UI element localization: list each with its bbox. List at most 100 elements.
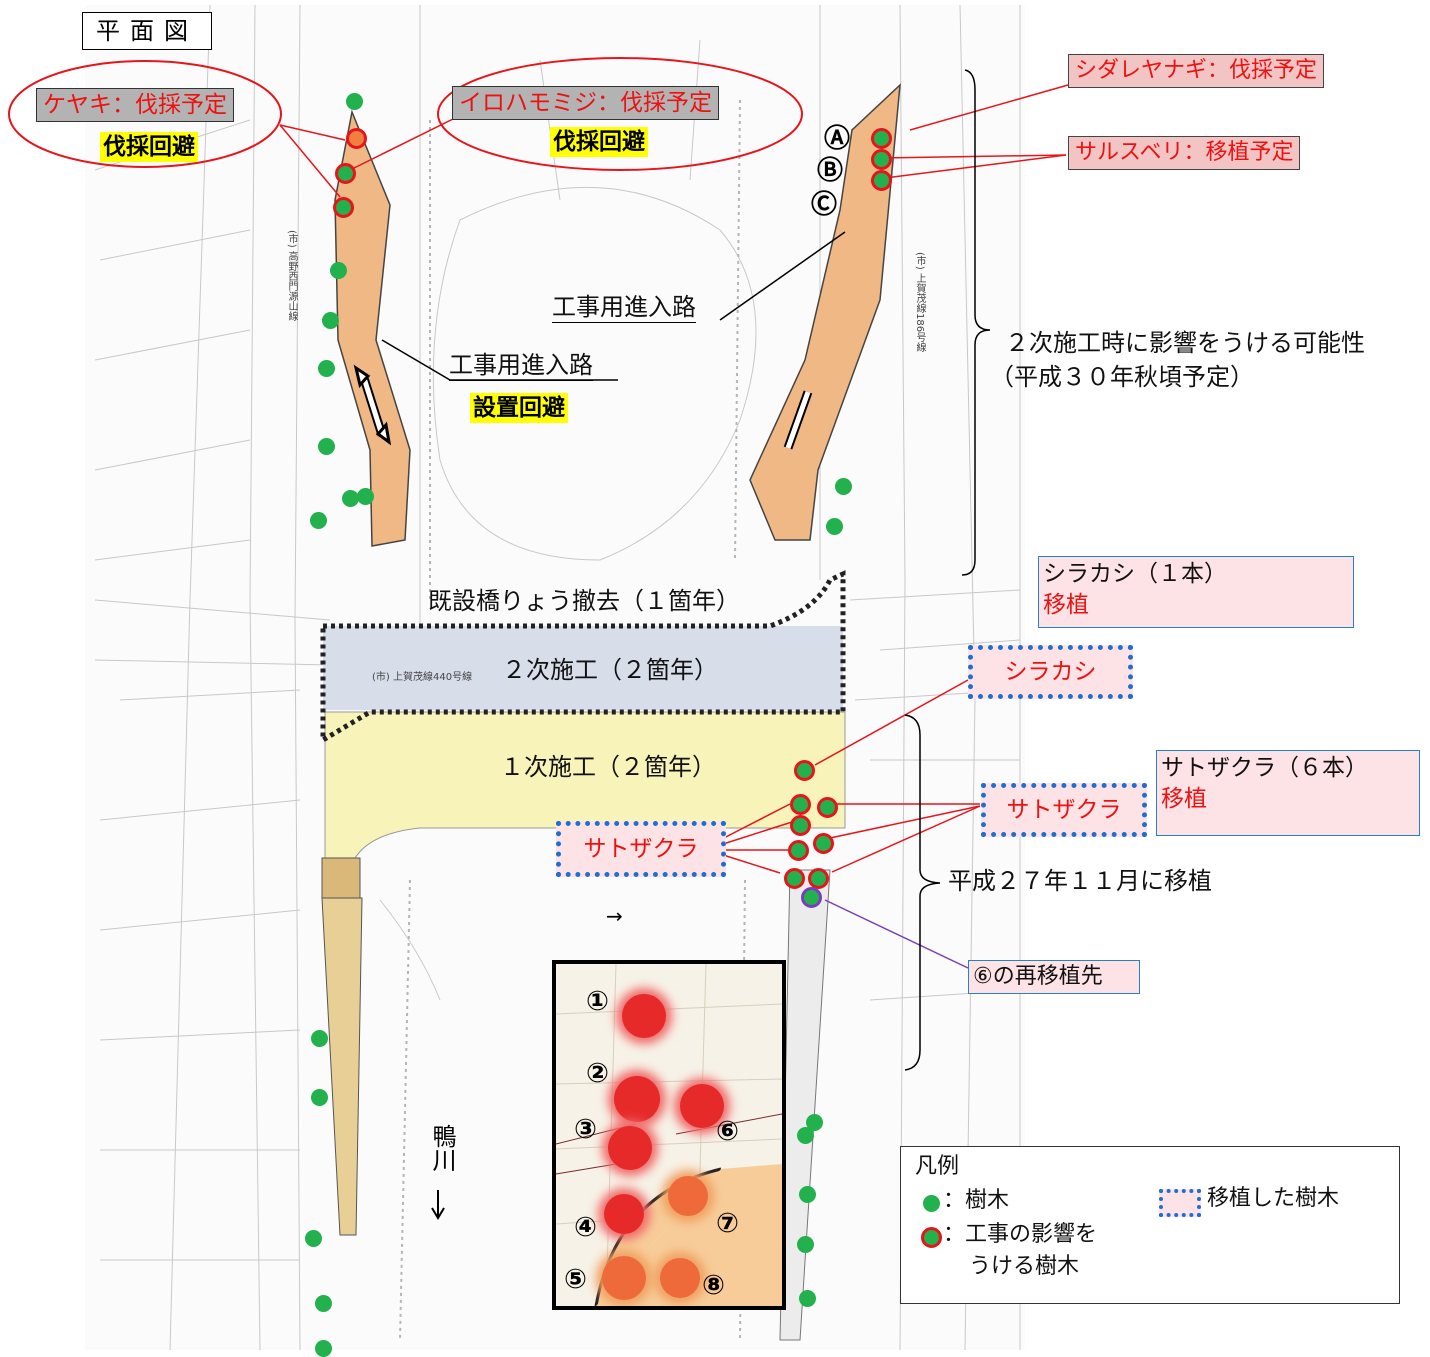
keyaki-label: ケヤキ：伐採予定 [36, 88, 234, 122]
affected-tree-icon [817, 797, 838, 818]
marker-a: Ⓐ [824, 124, 851, 154]
legend: 凡例 ：樹木 ：工事の影響を うける樹木 移植した樹木 [900, 1146, 1400, 1304]
lower-ramp [321, 897, 363, 1236]
tree-icon [318, 438, 335, 455]
river-banks [399, 99, 746, 1341]
inset-number-4: ④ [574, 1212, 597, 1243]
satozakura-left-text: サトザクラ [583, 836, 699, 862]
satozakura-dotted-right: サトザクラ [981, 783, 1147, 837]
phase2-label: ２次施工（２箇年） [502, 656, 718, 684]
inset-number-5: ⑤ [564, 1264, 587, 1295]
legend-title: 凡例 [915, 1154, 960, 1179]
bridge-removal-outline [320, 570, 846, 745]
affected-tree-icon [871, 128, 892, 149]
affected-tree-icon [346, 128, 367, 149]
inset-detail: ① ② ③ ④ ⑤ ⑥ ⑦ ⑧ [552, 960, 786, 1310]
satozakura-sub: 移植 [1161, 786, 1207, 812]
tree-icon [797, 1127, 814, 1144]
road-name-left: (市) 高野西門源山線 [286, 230, 297, 321]
inset-number-8: ⑧ [702, 1270, 725, 1301]
river-arrow [431, 1190, 445, 1220]
transplant-date-label: 平成２７年１１月に移植 [948, 867, 1212, 895]
retransplant-tree-icon [801, 887, 822, 908]
affected-tree-icon [808, 868, 829, 889]
tree-icon [315, 1295, 332, 1312]
legend-transplant-icon [1159, 1189, 1201, 1217]
road-left-label: 工事用進入路 [449, 351, 593, 381]
inset-tree-2 [614, 1076, 660, 1122]
inset-number-1: ① [586, 986, 609, 1017]
tree-icon [318, 360, 335, 377]
tree-icon [305, 1230, 322, 1247]
tree-icon [310, 512, 327, 529]
tree-icon [797, 1236, 814, 1253]
inset-number-3: ③ [574, 1114, 597, 1145]
inset-tree-6 [680, 1084, 724, 1128]
affected-tree-icon [788, 840, 809, 861]
inset-tree-5 [602, 1256, 646, 1300]
tree-icon [322, 312, 339, 329]
road-left-avoid-label: 設置回避 [470, 393, 568, 423]
tree-icon [315, 1340, 332, 1357]
inset-tree-4 [604, 1194, 644, 1234]
bridge-removal-label: 既設橋りょう撤去（１箇年） [428, 587, 740, 615]
satozakura-dotted-left: サトザクラ [556, 821, 726, 877]
tree-icon [806, 1114, 823, 1131]
double-arrow-right [783, 390, 813, 450]
shirakashi-dotted-text: シラカシ [1004, 659, 1097, 685]
road-name-right: (市) 上賀茂線186号線 [914, 252, 925, 353]
retransplant-label: ⑥の再移植先 [968, 960, 1140, 994]
tree-icon [826, 518, 843, 535]
legend-tree-icon [923, 1195, 940, 1212]
tree-icon [311, 1030, 328, 1047]
affected-tree-icon [871, 149, 892, 170]
shirakashi-sub: 移植 [1043, 592, 1089, 618]
tree-icon [311, 1089, 328, 1106]
impact-line1: ２次施工時に影響をうける可能性 [1005, 329, 1365, 357]
tree-icon [357, 488, 374, 505]
satozakura-box: サトザクラ（６本） 移植 [1156, 750, 1420, 836]
iroha-label: イロハモミジ：伐採予定 [452, 86, 719, 120]
inset-number-2: ② [586, 1058, 609, 1089]
shirakashi-title: シラカシ（１本） [1043, 561, 1227, 587]
legend-tree-label: ：樹木 [943, 1188, 1010, 1213]
tree-icon [799, 1290, 816, 1307]
keyaki-ellipse [8, 60, 282, 168]
page-title: 平面図 [82, 12, 212, 50]
legend-affected-icon [921, 1227, 942, 1248]
affected-tree-icon [333, 197, 354, 218]
legend-transplant-label: 移植した樹木 [1207, 1186, 1340, 1211]
inset-number-7: ⑦ [716, 1208, 739, 1239]
sarusuberi-label: サルスベリ：移植予定 [1068, 136, 1301, 170]
impact-line2: （平成３０年秋頃予定） [990, 363, 1254, 391]
shirakashi-box: シラカシ（１本） 移植 [1038, 556, 1354, 628]
marker-c: Ⓒ [811, 190, 838, 220]
satozakura-title: サトザクラ（６本） [1161, 755, 1368, 781]
affected-tree-icon [871, 170, 892, 191]
river-label: 鴨川 [428, 1124, 456, 1172]
inset-number-6: ⑥ [716, 1116, 739, 1147]
road-name-bridge: (市) 上賀茂線440号線 [372, 672, 473, 683]
iroha-ellipse [437, 57, 803, 171]
small-arrow: → [606, 904, 623, 928]
tree-icon [799, 1186, 816, 1203]
shirakashi-dotted-label: シラカシ [968, 645, 1133, 699]
affected-tree-icon [784, 868, 805, 889]
inset-tree-3 [608, 1126, 652, 1170]
inset-tree-1 [622, 994, 666, 1038]
shidare-label: シダレヤナギ：伐採予定 [1068, 54, 1325, 88]
double-arrow-left [353, 364, 392, 446]
tree-icon [342, 490, 359, 507]
tree-icon [330, 262, 347, 279]
affected-tree-icon [813, 833, 834, 854]
iroha-avoid-label: 伐採回避 [550, 127, 648, 157]
access-road-right [749, 83, 901, 541]
phase2-area [323, 626, 843, 710]
legend-affected-line1: ：工事の影響を [943, 1222, 1098, 1247]
affected-tree-icon [335, 163, 356, 184]
affected-tree-icon [790, 794, 811, 815]
braces [904, 69, 991, 1071]
inset-tree-8 [660, 1258, 700, 1298]
tree-icon [346, 93, 363, 110]
keyaki-avoid-label: 伐採回避 [100, 132, 198, 162]
